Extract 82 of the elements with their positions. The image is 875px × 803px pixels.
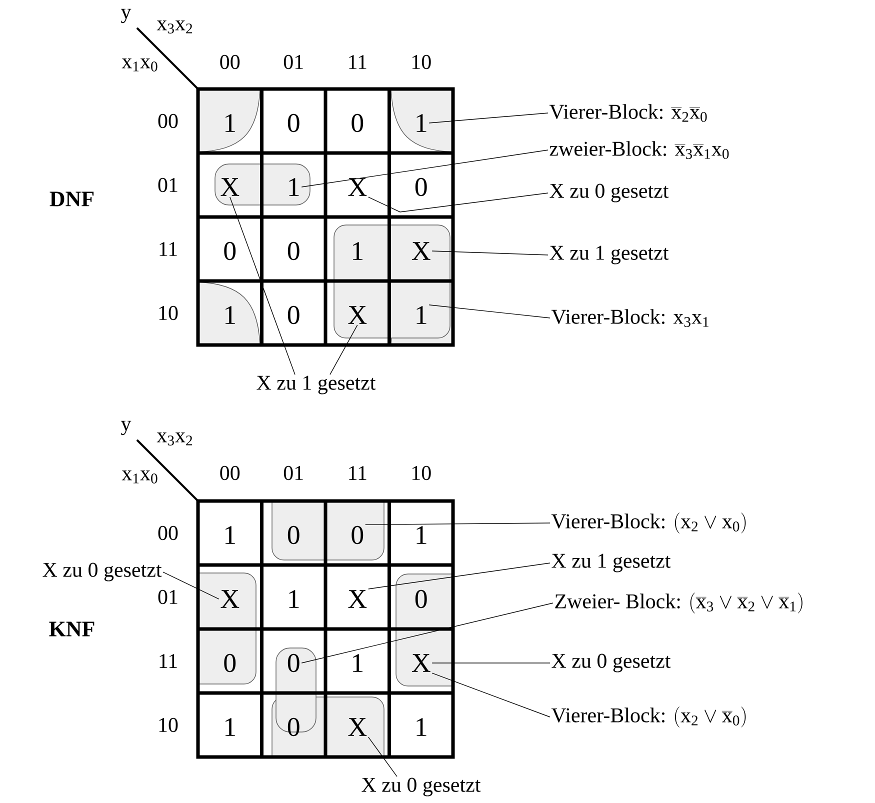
leader-line bbox=[428, 304, 550, 318]
leader-line bbox=[330, 324, 358, 375]
row-header: 10 bbox=[159, 306, 178, 320]
cell-value: 1 bbox=[289, 590, 299, 608]
cell-value: 0 bbox=[352, 526, 364, 544]
cell-value: 1 bbox=[416, 526, 426, 544]
row-header: 01 bbox=[158, 178, 178, 192]
row-header: 11 bbox=[160, 654, 177, 668]
cell-value: 1 bbox=[416, 718, 426, 736]
column-header: 10 bbox=[412, 54, 431, 70]
leader-line bbox=[432, 672, 550, 718]
leader-line bbox=[230, 196, 296, 375]
column-header: 01 bbox=[284, 54, 303, 70]
cell-value: 0 bbox=[288, 526, 300, 544]
cell-value: X bbox=[348, 590, 367, 608]
leader-line bbox=[368, 736, 398, 777]
callout-text: Vierer-Block: $\mathrm{\overline{x}_2\overline{x}_0}$ bbox=[549, 104, 707, 122]
leader-line bbox=[368, 192, 548, 212]
leader-line bbox=[432, 662, 550, 664]
axis-variable-label: x$_{3}$x$_{2}$ bbox=[156, 20, 192, 34]
cell-value: 1 bbox=[226, 306, 236, 324]
column-header: 00 bbox=[220, 466, 240, 480]
leader-line bbox=[301, 150, 548, 188]
cell-value: 0 bbox=[224, 242, 236, 260]
cell-value: X bbox=[412, 242, 430, 260]
row-header: 10 bbox=[159, 718, 178, 732]
cell-value: X bbox=[220, 178, 240, 196]
cell-value: 1 bbox=[226, 114, 236, 132]
cell-value: 0 bbox=[288, 114, 300, 132]
column-header: 11 bbox=[349, 466, 366, 480]
leader-line bbox=[368, 562, 550, 590]
cell-value: 0 bbox=[288, 306, 300, 324]
cell-value: 0 bbox=[224, 654, 236, 672]
callout-text: Zweier- Block: $\mathrm{(\overline{x}_3 \vee \overline{x}_2 \vee \overline{x}_1)}$ bbox=[555, 592, 802, 614]
axis-variable-label: x$_{1}$x$_{0}$ bbox=[122, 470, 158, 484]
cell-value: X bbox=[220, 590, 240, 608]
callout-text: X zu 1 gesetzt bbox=[256, 376, 376, 394]
column-header: 11 bbox=[349, 55, 366, 69]
cell-value: 0 bbox=[288, 242, 300, 260]
row-header: 01 bbox=[158, 590, 178, 604]
cell-value: 0 bbox=[352, 114, 364, 132]
cell-value: X bbox=[348, 306, 367, 324]
map-title: KNF bbox=[49, 622, 94, 636]
cell-value: 0 bbox=[415, 178, 427, 196]
callout-text: X zu 1 gesetzt bbox=[552, 554, 671, 572]
cell-value: 0 bbox=[288, 654, 300, 672]
cell-value: 1 bbox=[226, 526, 236, 544]
leader-line bbox=[364, 522, 550, 526]
callout-text: Vierer-Block: $\mathrm{(x_2 \vee \overline{x}_0)}$ bbox=[551, 706, 746, 728]
callout-text: X zu 0 gesetzt bbox=[552, 654, 671, 672]
cell-value: 0 bbox=[415, 590, 427, 608]
cell-value: 0 bbox=[288, 718, 300, 736]
cell-value: X bbox=[412, 654, 430, 672]
cell-value: 1 bbox=[353, 654, 363, 672]
cell-value: 1 bbox=[226, 718, 236, 736]
callout-text: X zu 0 gesetzt bbox=[362, 778, 481, 796]
callout-text: Vierer-Block: x$_{3}$x$_{1}$ bbox=[551, 309, 708, 327]
axis-variable-label: x$_{3}$x$_{2}$ bbox=[156, 432, 192, 446]
axis-variable-label: y bbox=[121, 420, 132, 436]
callout-text: X zu 0 gesetzt bbox=[550, 184, 669, 202]
map-title: DNF bbox=[50, 192, 94, 206]
leader-line bbox=[162, 572, 220, 600]
callout-text: X zu 1 gesetzt bbox=[550, 246, 669, 264]
callout-text: X zu 0 gesetzt bbox=[42, 562, 162, 582]
row-header: 00 bbox=[158, 114, 178, 128]
cell-value: X bbox=[348, 178, 367, 196]
cell-value: 1 bbox=[289, 178, 299, 196]
cell-value: 1 bbox=[353, 242, 363, 260]
leader-line bbox=[428, 112, 548, 124]
cell-value: 1 bbox=[416, 114, 426, 132]
cell-value: X bbox=[348, 718, 367, 736]
row-header: 00 bbox=[158, 526, 178, 540]
axis-variable-label: y bbox=[121, 8, 132, 24]
axis-variable-label: x$_{1}$x$_{0}$ bbox=[122, 58, 158, 72]
leader-line bbox=[301, 602, 554, 664]
column-header: 10 bbox=[412, 466, 431, 480]
column-header: 01 bbox=[284, 466, 303, 480]
callout-text: Vierer-Block: $\mathrm{(x_2 \vee x_0)}$ bbox=[551, 512, 746, 534]
row-header: 11 bbox=[160, 242, 177, 256]
callout-text: zweier-Block: $\mathrm{\overline{x}_3\overline{x}_1x_0}$ bbox=[550, 141, 729, 159]
column-header: 00 bbox=[220, 54, 240, 70]
leader-line bbox=[432, 250, 548, 256]
